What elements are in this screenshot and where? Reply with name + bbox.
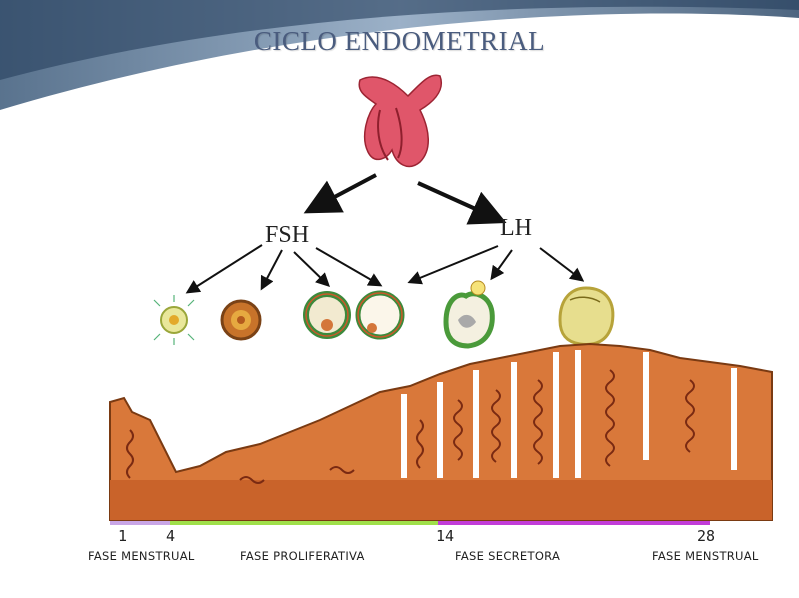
pituitary-to-fsh-arrow <box>303 173 377 214</box>
primordial-follicle <box>153 295 195 345</box>
secondary-follicle <box>303 291 351 339</box>
day-4-label: 4 <box>166 527 176 545</box>
fsh-label: FSH <box>265 222 310 248</box>
pituitary-to-lh-arrow <box>417 181 507 225</box>
proliferative-phase-label: FASE PROLIFERATIVA <box>240 549 365 563</box>
menstrual-phase-label-end: FASE MENSTRUAL <box>652 549 759 563</box>
primary-follicle <box>220 299 262 341</box>
page-title: CICLO ENDOMETRIAL <box>253 26 546 56</box>
menstrual-phase-label: FASE MENSTRUAL <box>88 549 195 563</box>
mature-follicle <box>355 290 405 340</box>
endometrium-illustration <box>109 342 773 521</box>
day-1-label: 1 <box>118 527 128 545</box>
corpus-luteum <box>558 286 615 346</box>
lh-label: LH <box>500 215 532 241</box>
follicle-arrows <box>185 244 585 294</box>
secretory-phase-label: FASE SECRETORA <box>455 549 561 563</box>
ovulating-follicle <box>443 280 495 349</box>
day-14-label: 14 <box>436 527 455 545</box>
header-swoosh <box>0 0 799 110</box>
pituitary-gland-image <box>358 74 443 168</box>
day-28-label: 28 <box>697 527 716 545</box>
